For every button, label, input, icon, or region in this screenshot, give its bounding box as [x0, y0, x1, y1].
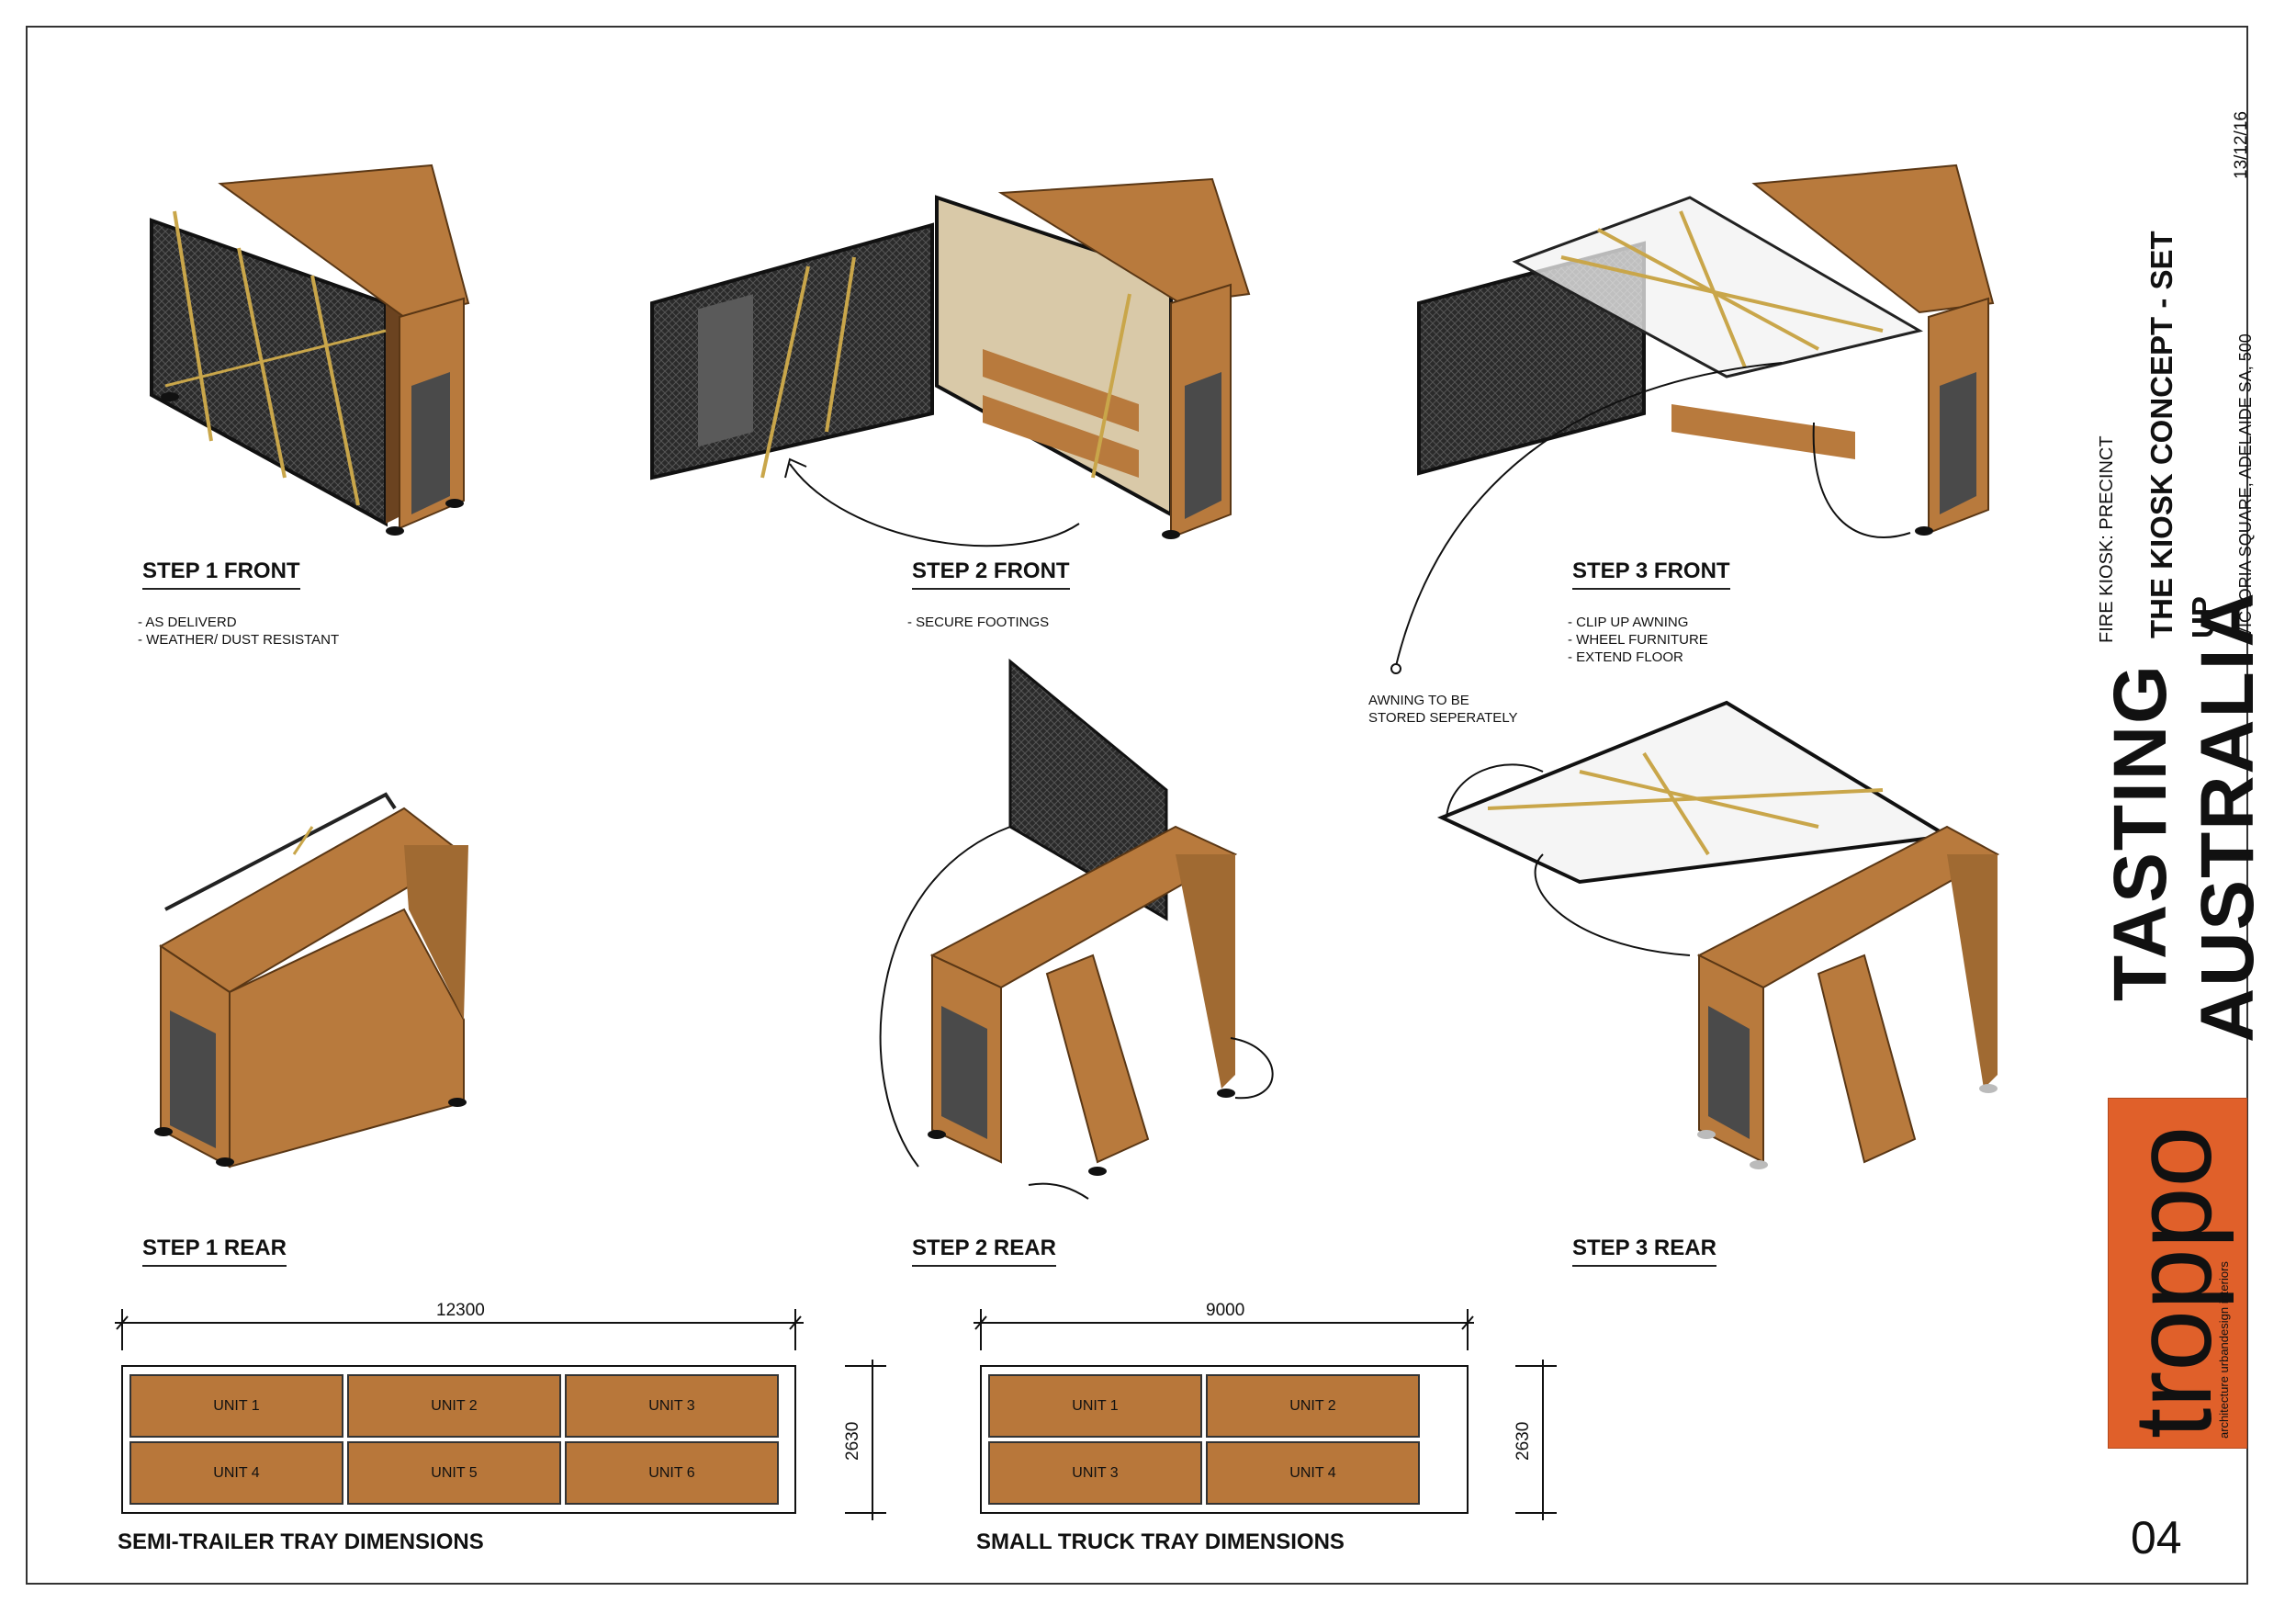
step1-front-notes: - AS DELIVERD - WEATHER/ DUST RESISTANT [138, 615, 340, 648]
precinct-label: FIRE KIOSK: PRECINCT [2097, 435, 2117, 643]
kiosk-step1-rear [154, 792, 468, 1168]
troppo-logo-block: troppo architecture urbandesign interior… [2108, 1098, 2247, 1449]
tray-unit: UNIT 2 [1206, 1374, 1420, 1438]
step3-rear-title: STEP 3 REAR [1572, 1236, 1716, 1267]
awning-note: AWNING TO BE STORED SEPERATELY [1368, 693, 1518, 726]
troppo-subline: architecture urbandesign interiors [2217, 1261, 2231, 1439]
kiosk-step1-front [150, 164, 470, 536]
step2-front-notes: - SECURE FOOTINGS [907, 615, 1050, 630]
kiosk-step3-front [1390, 164, 1995, 674]
step2-front-title: STEP 2 FRONT [912, 559, 1070, 590]
tray-unit: UNIT 2 [347, 1374, 561, 1438]
step1-front-title: STEP 1 FRONT [142, 559, 300, 590]
small-truck-length: 9000 [1206, 1301, 1245, 1320]
semi-trailer-length: 12300 [436, 1301, 485, 1320]
tray-unit: UNIT 6 [565, 1441, 779, 1505]
sheet-title-line1: THE KIOSK CONCEPT - SET [2144, 231, 2178, 638]
step1-rear-title: STEP 1 REAR [142, 1236, 287, 1267]
small-truck-title: SMALL TRUCK TRAY DIMENSIONS [976, 1529, 1345, 1554]
tray-unit: UNIT 1 [988, 1374, 1202, 1438]
small-truck-width: 2630 [1514, 1421, 1533, 1461]
page-number: 04 [2131, 1512, 2182, 1563]
kiosk-step3-rear [1436, 700, 2000, 1169]
drawing-date: 13/12/16 [2232, 111, 2251, 179]
tray-unit: UNIT 1 [129, 1374, 343, 1438]
tray-unit: UNIT 4 [1206, 1441, 1420, 1505]
semi-trailer-width: 2630 [843, 1421, 862, 1461]
troppo-wordmark: troppo [2111, 1125, 2234, 1439]
logo-tasting: TASTING [2099, 663, 2182, 1001]
logo-australia: AUSTRALIA [2186, 591, 2269, 1043]
tray-unit: UNIT 3 [565, 1374, 779, 1438]
semi-trailer-title: SEMI-TRAILER TRAY DIMENSIONS [118, 1529, 484, 1554]
step3-front-title: STEP 3 FRONT [1572, 559, 1730, 590]
step2-rear-title: STEP 2 REAR [912, 1236, 1056, 1267]
tray-unit: UNIT 4 [129, 1441, 343, 1505]
kiosk-step2-front [650, 177, 1251, 547]
tray-unit: UNIT 5 [347, 1441, 561, 1505]
step3-front-notes: - CLIP UP AWNING - WHEEL FURNITURE - EXT… [1568, 615, 1708, 665]
kiosk-step2-rear [879, 658, 1274, 1200]
drawing-frame [26, 26, 2248, 1585]
tray-unit: UNIT 3 [988, 1441, 1202, 1505]
